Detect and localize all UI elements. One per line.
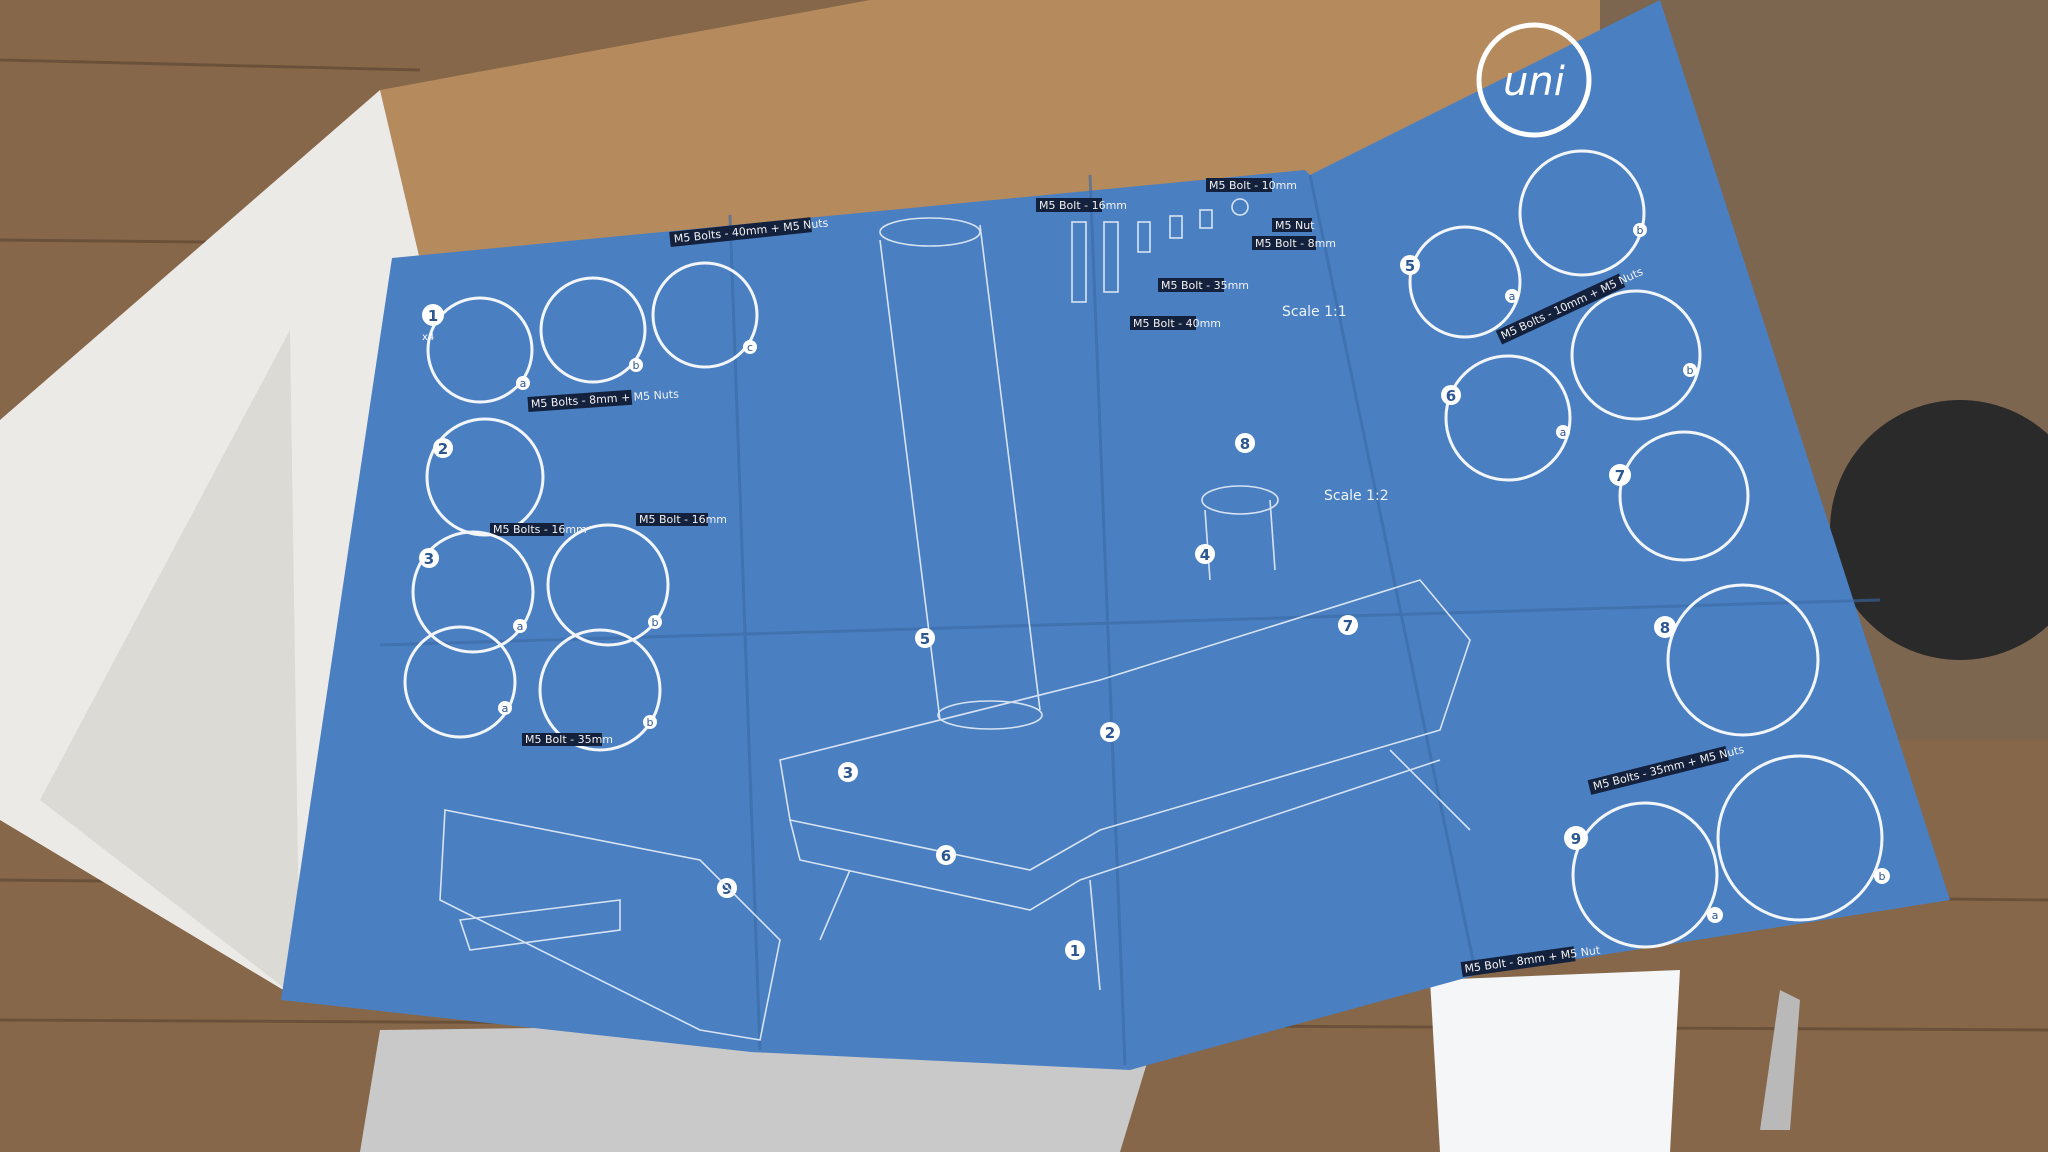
scale-1-1: Scale 1:1 bbox=[1282, 304, 1347, 320]
svg-text:c: c bbox=[747, 341, 753, 354]
label-bolt-10: M5 Bolt - 10mm bbox=[1206, 178, 1297, 192]
svg-text:5: 5 bbox=[920, 630, 930, 648]
svg-text:b: b bbox=[1879, 870, 1886, 883]
svg-text:a: a bbox=[1712, 909, 1719, 922]
svg-text:M5 Bolt - 10mm: M5 Bolt - 10mm bbox=[1209, 179, 1297, 192]
svg-text:b: b bbox=[647, 716, 654, 729]
svg-text:3: 3 bbox=[843, 764, 853, 782]
svg-text:9: 9 bbox=[722, 880, 732, 898]
white-box-inner bbox=[40, 330, 300, 1000]
svg-text:a: a bbox=[502, 702, 509, 715]
svg-text:uni: uni bbox=[1503, 59, 1565, 105]
svg-text:a: a bbox=[520, 377, 527, 390]
label-bolt-16: M5 Bolt - 16mm bbox=[1036, 198, 1127, 212]
svg-text:a: a bbox=[517, 620, 524, 633]
svg-text:7: 7 bbox=[1343, 617, 1353, 635]
white-panel bbox=[1430, 970, 1680, 1152]
svg-text:9: 9 bbox=[1571, 830, 1581, 848]
svg-text:a: a bbox=[1560, 426, 1567, 439]
tire bbox=[1830, 400, 2048, 660]
step-3: 3 a b M5 Bolt - 16mm bbox=[411, 513, 727, 654]
svg-text:2: 2 bbox=[1105, 724, 1115, 742]
svg-text:M5 Bolt - 16mm: M5 Bolt - 16mm bbox=[639, 513, 727, 526]
svg-text:1: 1 bbox=[1070, 942, 1080, 960]
svg-text:b: b bbox=[633, 359, 640, 372]
svg-text:8: 8 bbox=[1660, 619, 1670, 637]
svg-text:M5 Bolt - 16mm: M5 Bolt - 16mm bbox=[1039, 199, 1127, 212]
svg-text:3: 3 bbox=[424, 550, 434, 568]
svg-text:x4: x4 bbox=[422, 332, 434, 343]
svg-text:b: b bbox=[1687, 364, 1694, 377]
label-bolt-35: M5 Bolt - 35mm bbox=[1158, 278, 1249, 292]
svg-text:b: b bbox=[652, 616, 659, 629]
svg-text:6: 6 bbox=[1446, 387, 1456, 405]
label-bolt-40: M5 Bolt - 40mm bbox=[1130, 316, 1221, 330]
step-7: 7 bbox=[1609, 430, 1750, 562]
svg-text:b: b bbox=[1637, 224, 1644, 237]
svg-text:6: 6 bbox=[941, 847, 951, 865]
instruction-sheet: uni M5 Bolt - 16mm M5 Bolt - 10mm M5 Nut… bbox=[281, 0, 1950, 1070]
step-markers-main: 8 4 5 2 7 3 6 1 9 bbox=[717, 433, 1358, 960]
svg-text:5: 5 bbox=[1405, 257, 1415, 275]
svg-text:2: 2 bbox=[438, 440, 448, 458]
label-bolt-8: M5 Bolt - 8mm bbox=[1252, 236, 1336, 250]
hardware-panel: M5 Bolt - 16mm M5 Bolt - 10mm M5 Nut M5 … bbox=[1036, 178, 1389, 504]
step-8: 8 bbox=[1654, 583, 1820, 737]
svg-text:4: 4 bbox=[1200, 546, 1210, 564]
knife bbox=[1760, 990, 1800, 1130]
svg-text:M5 Bolt - 35mm: M5 Bolt - 35mm bbox=[525, 733, 613, 746]
step-2: 2 M5 Bolts - 16mm bbox=[425, 417, 587, 537]
step-5: a b M5 Bolt - 35mm bbox=[403, 625, 662, 752]
svg-text:M5 Bolts - 16mm: M5 Bolts - 16mm bbox=[493, 523, 587, 536]
svg-text:7: 7 bbox=[1615, 467, 1625, 485]
uni-logo: uni bbox=[1476, 22, 1592, 138]
label-nut: M5 Nut bbox=[1272, 218, 1315, 232]
svg-text:M5 Bolt - 40mm: M5 Bolt - 40mm bbox=[1133, 317, 1221, 330]
scale-1-2: Scale 1:2 bbox=[1324, 488, 1389, 504]
svg-text:8: 8 bbox=[1240, 435, 1250, 453]
svg-text:M5 Bolt - 35mm: M5 Bolt - 35mm bbox=[1161, 279, 1249, 292]
svg-text:M5 Nut: M5 Nut bbox=[1275, 219, 1315, 232]
svg-text:a: a bbox=[1509, 290, 1516, 303]
svg-text:M5 Bolt - 8mm: M5 Bolt - 8mm bbox=[1255, 237, 1336, 250]
door-drawing bbox=[439, 809, 781, 1041]
svg-text:1: 1 bbox=[428, 307, 438, 325]
step-5-right: 5 a b bbox=[1400, 149, 1647, 339]
